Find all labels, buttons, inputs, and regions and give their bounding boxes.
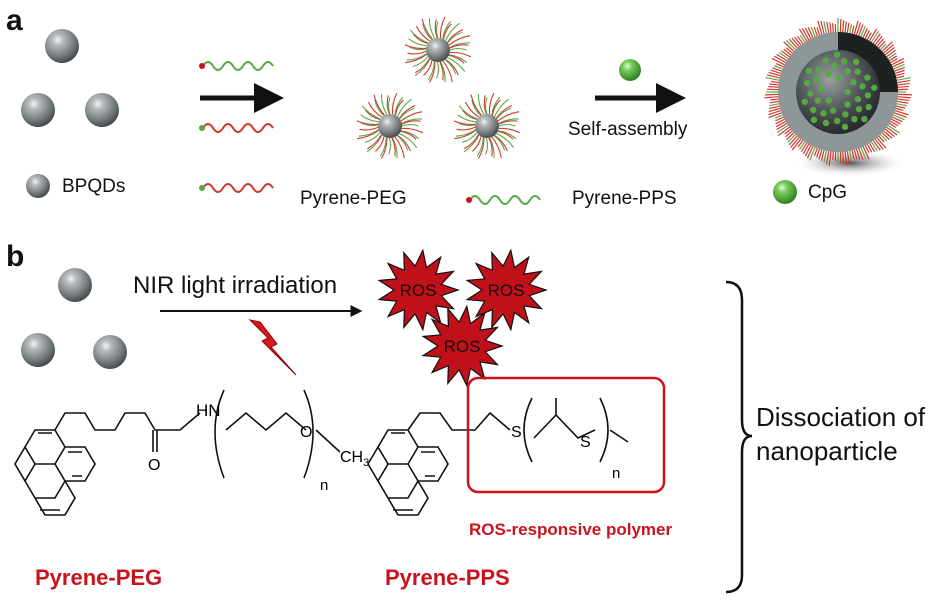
pps-bracket-right bbox=[599, 397, 609, 463]
subscript-n-peg: n bbox=[320, 477, 328, 494]
cpg-sphere bbox=[619, 59, 641, 81]
pyrene-dot bbox=[199, 63, 205, 69]
peg-linker bbox=[54, 412, 201, 452]
pps-terminal bbox=[609, 429, 629, 443]
label-bpqds: BPQDs bbox=[62, 176, 126, 197]
bpqd-sphere bbox=[21, 333, 55, 367]
cpg-legend-sphere bbox=[773, 180, 797, 204]
label-pyrene-peg-b: Pyrene-PEG bbox=[35, 565, 163, 590]
bpqd-sphere bbox=[85, 93, 119, 127]
ros-label: ROS bbox=[488, 281, 525, 300]
pyrene-dot bbox=[199, 125, 205, 131]
ros-label: ROS bbox=[444, 337, 481, 356]
bpqd-legend-sphere bbox=[26, 174, 50, 198]
coated-particle bbox=[404, 16, 472, 83]
pyrene-dot bbox=[466, 197, 472, 203]
pps-chain-mid bbox=[202, 123, 274, 133]
bpqd-sphere bbox=[93, 335, 127, 369]
ros-responsive-box bbox=[466, 376, 666, 494]
ros-burst: ROS bbox=[465, 248, 548, 332]
label-pyrene-pps-a: Pyrene-PPS bbox=[572, 188, 677, 209]
coated-particles bbox=[356, 16, 521, 159]
label-self-assembly: Self-assembly bbox=[568, 119, 688, 140]
panel-letter-b: b bbox=[6, 240, 25, 273]
peg-bracket-right bbox=[303, 389, 314, 479]
right-brace bbox=[725, 280, 753, 594]
encapsulated-cpg bbox=[801, 51, 878, 131]
subscript-n-pps: n bbox=[612, 465, 620, 482]
nanoparticle bbox=[764, 18, 912, 177]
pyrene-peg-structure bbox=[14, 389, 341, 516]
bpqd-cluster-a bbox=[21, 29, 119, 198]
ros-burst: ROS bbox=[421, 304, 504, 388]
atom-o-ether: O bbox=[300, 424, 312, 441]
peg-bracket-left bbox=[214, 389, 225, 479]
nanoparticle-shadow bbox=[792, 149, 908, 177]
pps-repeat bbox=[533, 398, 596, 439]
ros-label: ROS bbox=[400, 281, 437, 300]
pyrene-core bbox=[14, 429, 96, 516]
ros-bursts: ROS ROS ROS bbox=[377, 248, 548, 388]
bpqd-cluster-b bbox=[21, 268, 127, 369]
label-pyrene-pps-b: Pyrene-PPS bbox=[385, 565, 510, 590]
label-pyrene-peg-a: Pyrene-PEG bbox=[300, 188, 407, 209]
pyrene-pps-structure bbox=[367, 397, 629, 516]
pps-bracket-left bbox=[523, 397, 533, 463]
pps-linker bbox=[407, 411, 511, 431]
coated-particle bbox=[356, 92, 424, 159]
atom-hn: HN bbox=[196, 401, 221, 420]
atom-o-carbonyl: O bbox=[148, 457, 160, 474]
peg-terminal bbox=[315, 429, 341, 453]
lightning-bolt-icon bbox=[248, 319, 297, 376]
label-ros-responsive-polymer: ROS-responsive polymer bbox=[469, 520, 673, 539]
bpqd-sphere bbox=[21, 93, 55, 127]
bpqd-sphere bbox=[45, 29, 79, 63]
label-nir-irradiation: NIR light irradiation bbox=[133, 272, 338, 299]
label-cpg: CpG bbox=[808, 182, 848, 203]
ros-burst: ROS bbox=[377, 248, 460, 332]
peg-chain-top bbox=[202, 61, 274, 71]
label-dissociation: Dissociation of nanoparticle bbox=[756, 402, 926, 466]
bpqd-sphere bbox=[58, 268, 92, 302]
atom-s-repeat: S bbox=[580, 434, 591, 451]
atom-s-linker: S bbox=[511, 424, 522, 441]
ch3-label: CH3 bbox=[340, 449, 369, 469]
panel-letter-a: a bbox=[6, 4, 23, 37]
pyrene-dot bbox=[199, 185, 205, 191]
polymer-chains-a bbox=[199, 61, 541, 205]
coated-particle bbox=[453, 92, 521, 159]
peg-chain-legend bbox=[469, 195, 541, 205]
peg-repeat bbox=[225, 411, 307, 432]
pps-chain-legend bbox=[202, 183, 274, 193]
pyrene-core bbox=[367, 429, 449, 516]
